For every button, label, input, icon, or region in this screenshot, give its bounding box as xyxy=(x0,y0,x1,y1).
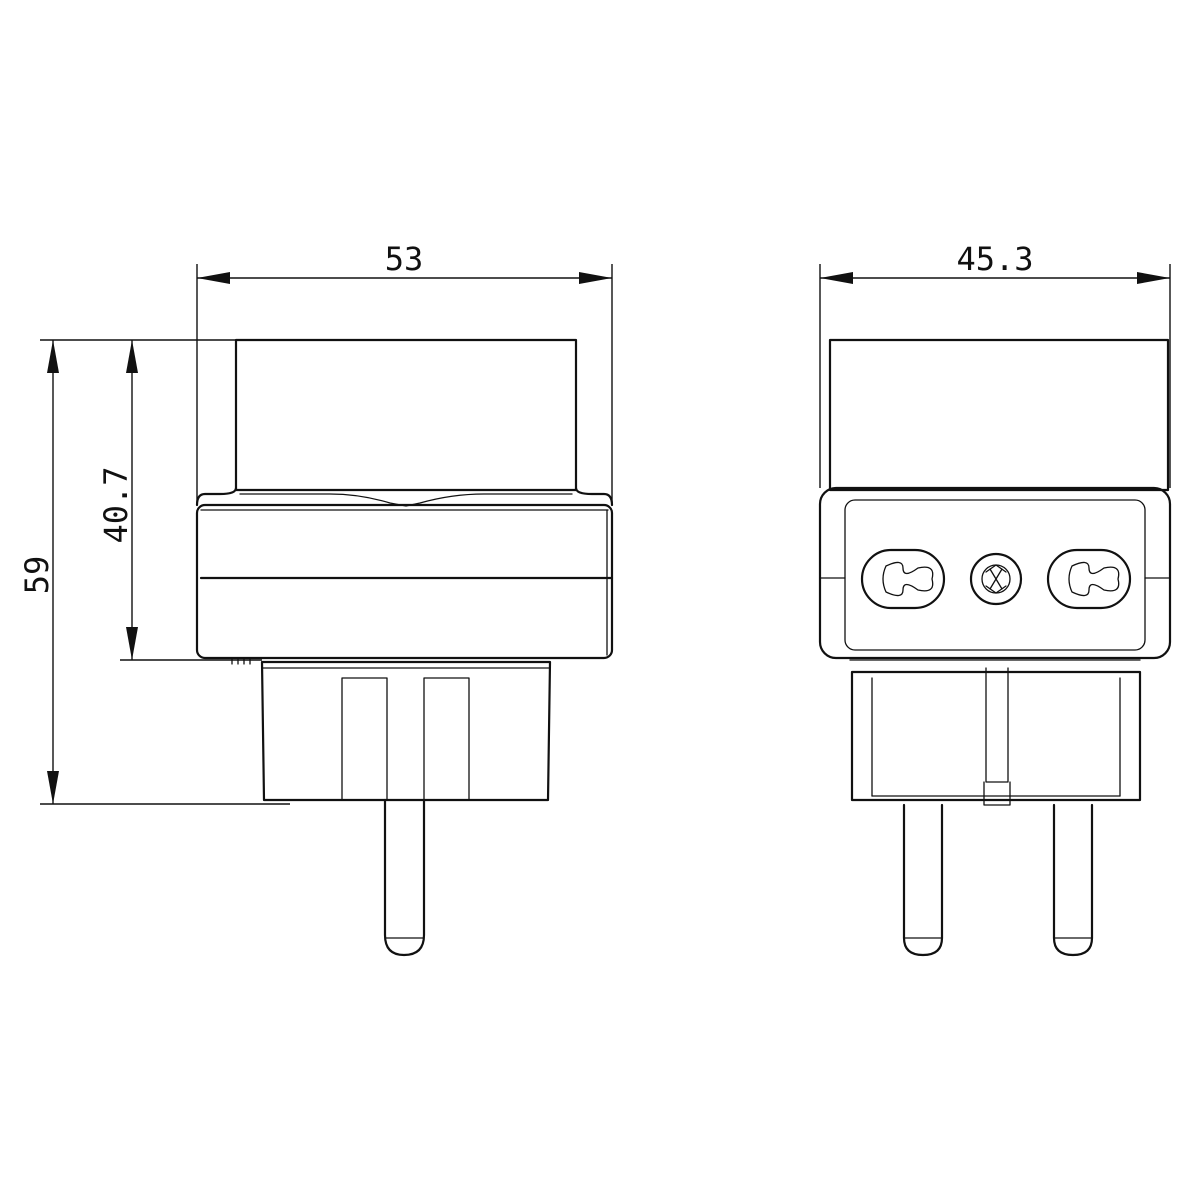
dim-side-width: 53 xyxy=(196,240,613,505)
front-pin-left xyxy=(902,803,944,957)
dim-side-width-label: 53 xyxy=(385,240,424,278)
side-plug-base xyxy=(260,660,552,802)
front-plug-base xyxy=(850,670,1142,802)
dim-front-width-label: 45.3 xyxy=(956,240,1033,278)
front-ground-clip xyxy=(983,667,1011,806)
front-pin-right xyxy=(1052,803,1094,957)
side-view xyxy=(195,338,614,957)
side-slot-left xyxy=(341,677,388,801)
side-body-mark xyxy=(231,657,251,665)
dim-body-height-label: 40.7 xyxy=(97,466,135,543)
dim-overall-height-label: 59 xyxy=(18,556,56,595)
dim-body-height: 40.7 xyxy=(97,340,262,661)
front-body-inner xyxy=(844,499,1146,651)
side-top-cap xyxy=(234,338,578,492)
front-view xyxy=(818,338,1172,957)
front-ground-pin xyxy=(969,552,1023,606)
front-top-cap xyxy=(828,338,1170,492)
front-socket-right xyxy=(1046,548,1132,610)
side-shoulder xyxy=(195,486,614,507)
front-body-outer xyxy=(818,486,1172,660)
dim-overall-height: 59 xyxy=(18,339,290,805)
dim-front-width: 45.3 xyxy=(819,240,1171,488)
side-slot-right xyxy=(423,677,470,801)
side-body xyxy=(195,503,614,660)
side-pin xyxy=(383,798,426,957)
front-socket-left xyxy=(860,548,946,610)
